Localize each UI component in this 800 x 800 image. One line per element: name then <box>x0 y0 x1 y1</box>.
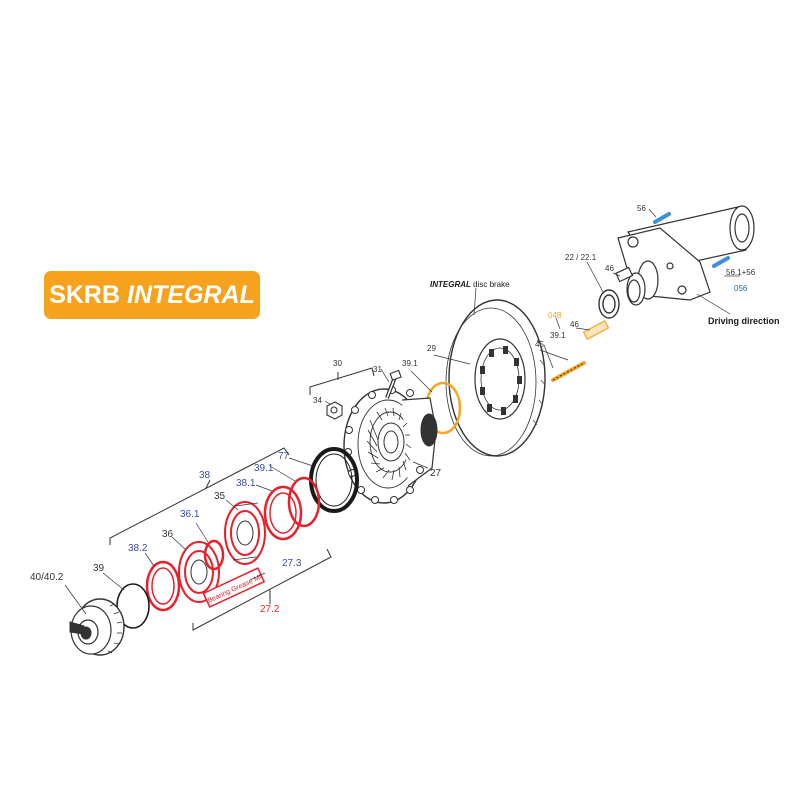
bearing-seal-22 <box>598 289 620 319</box>
label-46-lower: 46 <box>605 264 614 273</box>
label-31: 31 <box>373 365 382 374</box>
label-36-1: 36.1 <box>180 509 200 520</box>
label-056: 056 <box>734 284 748 293</box>
label-22-22-1: 22 / 22.1 <box>565 253 597 262</box>
bearing-36 <box>178 541 220 603</box>
label-27-2: 27.2 <box>260 604 280 615</box>
bracket-30 <box>309 367 375 395</box>
hub-cap-fins <box>107 603 123 654</box>
label-56-1-56: 56.1+56 <box>726 268 756 277</box>
label-38-1: 38.1 <box>236 478 256 489</box>
label-38: 38 <box>199 470 211 481</box>
disc-brake-rest: disc brake <box>471 280 510 289</box>
bearing-35 <box>224 501 266 565</box>
disc-teeth <box>480 346 522 415</box>
badge-prefix: SKRB <box>49 281 121 309</box>
ring-36-1-red <box>203 539 225 571</box>
label-39-1-left: 39.1 <box>254 463 274 474</box>
disc-brake-emphasis: INTEGRAL <box>430 280 471 289</box>
title-badge: SKRB INTEGRAL <box>44 271 260 319</box>
label-38-2: 38.2 <box>128 543 148 554</box>
label-35: 35 <box>214 491 226 502</box>
label-39-1-right: 39.1 <box>550 331 566 340</box>
ring-38-1-red <box>263 485 303 541</box>
wheel-hub <box>343 388 438 504</box>
label-40-40-2: 40/40.2 <box>30 572 64 583</box>
bolt-56 <box>653 212 671 224</box>
label-driving-direction: Driving direction <box>708 316 780 326</box>
screw-31 <box>385 369 402 399</box>
spindle <box>626 260 659 306</box>
sleeve-46-orange <box>582 320 610 340</box>
label-45: 45 <box>535 340 544 349</box>
o-ring-39 <box>116 583 150 629</box>
hub-cap <box>69 598 125 656</box>
label-56: 56 <box>637 204 646 213</box>
nut-34 <box>326 401 343 420</box>
label-39-1-mid: 39.1 <box>402 359 418 368</box>
badge-emphasis: INTEGRAL <box>127 281 255 309</box>
part-labels: 40/40.2 39 38.2 36 36.1 35 38 38.1 39.1 … <box>30 204 780 615</box>
label-27: 27 <box>430 468 442 479</box>
hub-bolt-holes <box>344 386 424 504</box>
hub-ribs <box>366 407 412 481</box>
disc-vents <box>532 339 546 426</box>
label-46-upper: 46 <box>570 320 579 329</box>
label-34: 34 <box>313 396 322 405</box>
label-36: 36 <box>162 529 174 540</box>
ring-39-1-red <box>287 476 321 528</box>
ring-38-2-red <box>145 560 181 612</box>
leader-lines <box>64 208 740 615</box>
label-77: 77 <box>278 451 290 462</box>
label-30: 30 <box>333 359 342 368</box>
label-29: 29 <box>427 344 436 353</box>
bolt-45 <box>551 361 586 382</box>
brake-disc <box>445 299 546 457</box>
label-disc-brake: INTEGRAL disc brake <box>430 280 510 289</box>
label-39: 39 <box>93 563 105 574</box>
bracket-27-2 <box>192 548 332 631</box>
label-27-3: 27.3 <box>282 558 302 569</box>
label-048: 048 <box>548 311 562 320</box>
bracket-38 <box>109 447 290 545</box>
bolt-056 <box>712 256 730 268</box>
sensor-part-46 <box>615 266 634 283</box>
